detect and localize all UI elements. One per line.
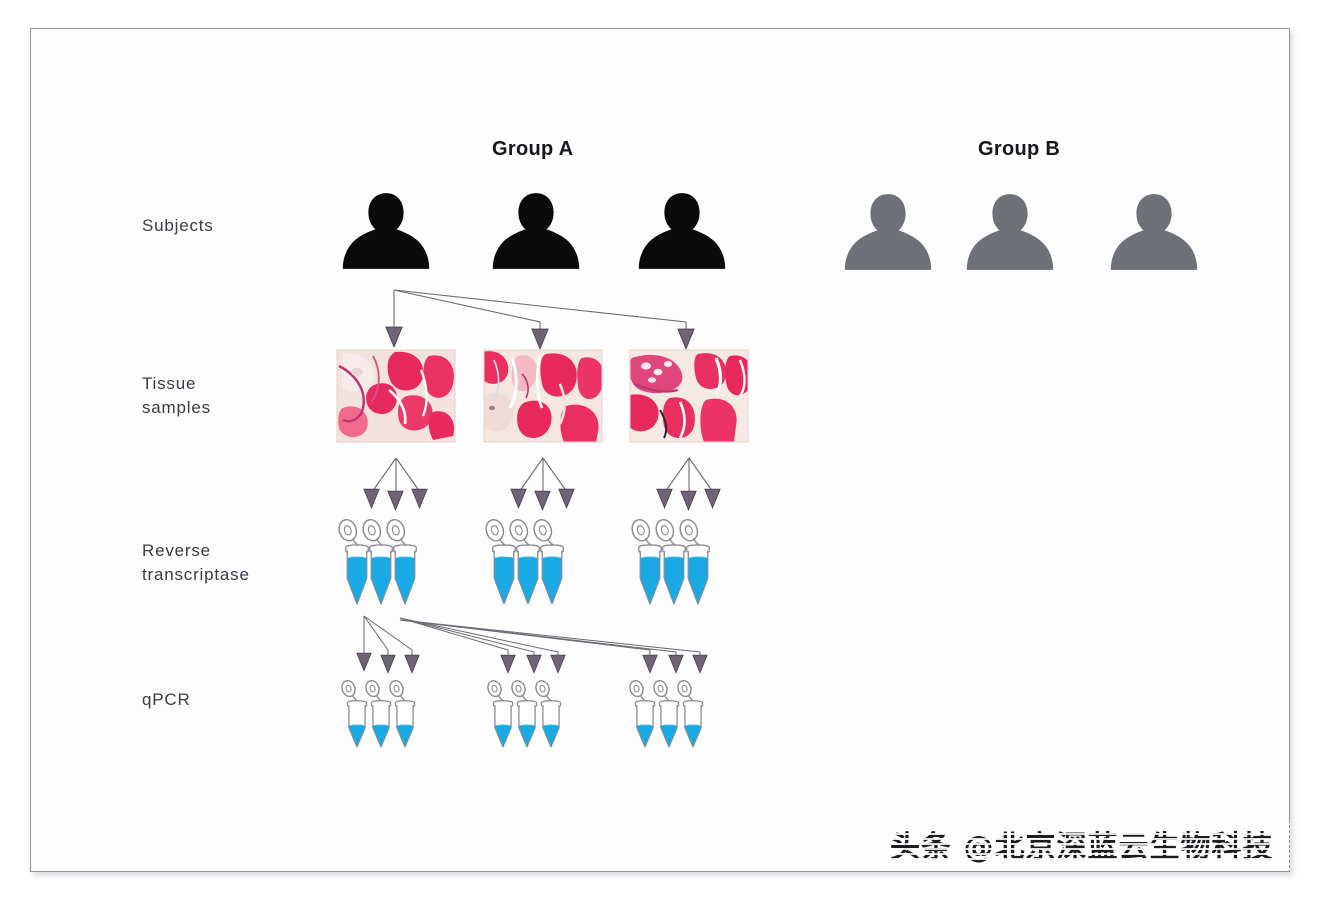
arrowheads-tissue-to-rt bbox=[363, 488, 721, 511]
arrow-icon bbox=[668, 654, 684, 674]
qpcr-tubes bbox=[340, 679, 704, 748]
arrow-icon bbox=[363, 488, 380, 509]
qpcr-tube bbox=[676, 679, 704, 748]
arrow-icon bbox=[642, 654, 658, 674]
arrows-subjects-to-tissue bbox=[393, 289, 687, 332]
subject-silhouette bbox=[844, 194, 932, 270]
arrow-icon bbox=[531, 328, 549, 350]
watermark-text: 头条 @北京深蓝云生物科技 bbox=[890, 830, 1274, 865]
qpcr-tube bbox=[364, 679, 392, 748]
qpcr-tube bbox=[628, 679, 656, 748]
group-a-title: Group A bbox=[492, 138, 574, 160]
arrows-tissue-to-rt bbox=[371, 457, 714, 494]
arrow-icon bbox=[677, 328, 695, 350]
arrow-icon bbox=[558, 488, 575, 509]
arrowheads-rt-to-qpcr bbox=[356, 652, 708, 674]
arrowheads-subjects-to-tissue bbox=[385, 326, 695, 350]
subject-silhouette bbox=[966, 194, 1054, 270]
page-card bbox=[30, 28, 1290, 872]
row-label-reverse-transcriptase: Reverse transcriptase bbox=[142, 541, 250, 584]
subject-silhouette bbox=[1110, 194, 1198, 270]
group-b-subjects bbox=[844, 194, 1198, 270]
tissue-sample-image bbox=[629, 349, 749, 443]
arrow-icon bbox=[411, 488, 428, 509]
reverse-transcriptase-tubes bbox=[336, 519, 710, 605]
arrow-icon bbox=[534, 490, 551, 511]
row-label-tissue-samples: Tissue samples bbox=[142, 374, 211, 417]
arrow-icon bbox=[500, 654, 516, 674]
tissue-sample-image bbox=[336, 349, 456, 443]
arrow-icon bbox=[385, 326, 403, 348]
arrow-icon bbox=[704, 488, 721, 509]
arrow-icon bbox=[526, 654, 542, 674]
subject-silhouette bbox=[638, 193, 726, 269]
subject-silhouette bbox=[492, 193, 580, 269]
arrow-icon bbox=[380, 654, 396, 674]
arrow-icon bbox=[550, 654, 566, 674]
row-label-subjects: Subjects bbox=[142, 216, 214, 235]
group-a-subjects bbox=[342, 193, 726, 269]
subject-silhouette bbox=[342, 193, 430, 269]
arrow-icon bbox=[692, 654, 708, 674]
arrows-rt-to-qpcr bbox=[363, 615, 701, 657]
arrow-icon bbox=[387, 490, 404, 511]
qpcr-tube bbox=[388, 679, 416, 748]
subjects-row bbox=[342, 193, 1198, 270]
qpcr-tube bbox=[486, 679, 514, 748]
arrow-icon bbox=[656, 488, 673, 509]
arrow-icon bbox=[510, 488, 527, 509]
qpcr-tube bbox=[340, 679, 368, 748]
qpcr-tube bbox=[534, 679, 562, 748]
arrow-icon bbox=[356, 652, 372, 672]
arrow-icon bbox=[404, 654, 420, 674]
qpcr-tube bbox=[652, 679, 680, 748]
tissue-sample-image bbox=[483, 349, 603, 443]
row-label-qpcr: qPCR bbox=[142, 690, 191, 709]
arrow-icon bbox=[680, 490, 697, 511]
qpcr-tube bbox=[510, 679, 538, 748]
group-b-title: Group B bbox=[978, 138, 1061, 160]
